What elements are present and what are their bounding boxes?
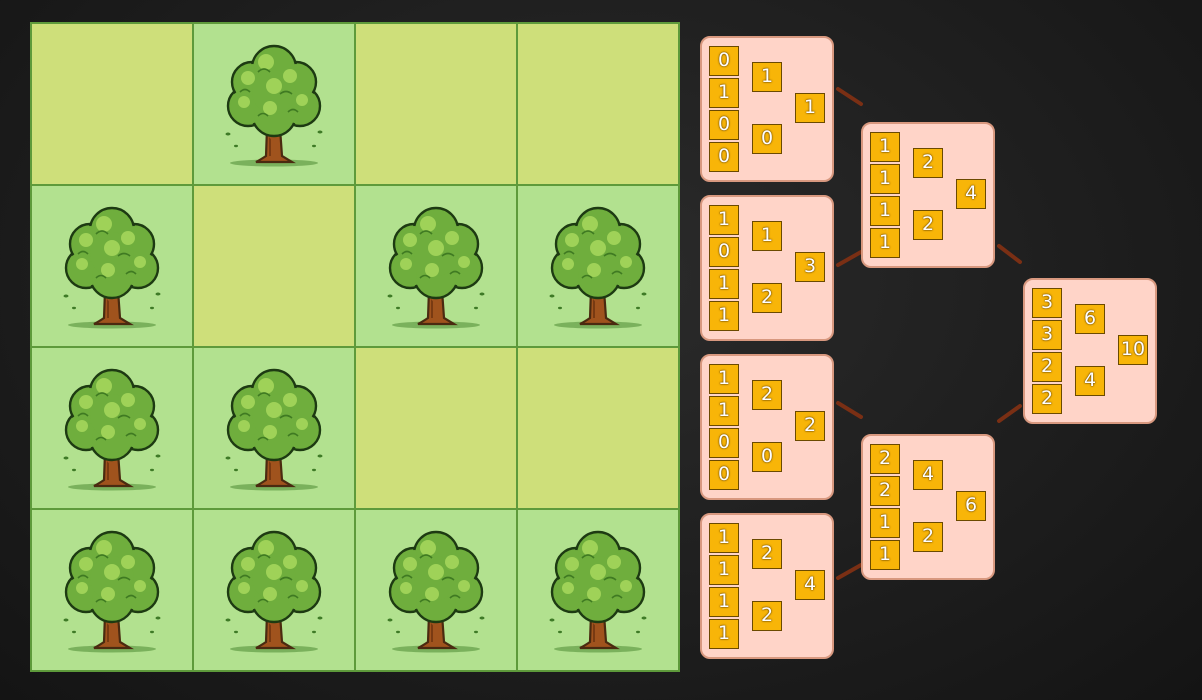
tree-icon bbox=[63, 530, 161, 653]
tree-icon bbox=[225, 368, 323, 491]
value-box: 2 bbox=[795, 411, 825, 441]
value-box: 6 bbox=[956, 491, 986, 521]
connector-line bbox=[997, 404, 1022, 423]
value-box: 0 bbox=[709, 110, 739, 140]
grid-cell-tree bbox=[194, 510, 354, 670]
grid-cell-tree bbox=[32, 186, 192, 346]
value-box: 4 bbox=[956, 179, 986, 209]
value-box: 0 bbox=[709, 46, 739, 76]
tree-icon bbox=[549, 530, 647, 653]
value-box: 2 bbox=[752, 601, 782, 631]
value-box: 2 bbox=[913, 522, 943, 552]
grid-cell-tree bbox=[194, 24, 354, 184]
value-box: 4 bbox=[1075, 366, 1105, 396]
value-box: 2 bbox=[870, 444, 900, 474]
grid-cell-tree bbox=[518, 510, 678, 670]
value-box: 0 bbox=[709, 428, 739, 458]
value-box: 1 bbox=[870, 132, 900, 162]
value-box: 4 bbox=[913, 460, 943, 490]
grid-cell-tree bbox=[518, 186, 678, 346]
value-box: 1 bbox=[709, 587, 739, 617]
value-box: 0 bbox=[752, 442, 782, 472]
value-box: 2 bbox=[913, 210, 943, 240]
value-box: 1 bbox=[709, 364, 739, 394]
value-box: 10 bbox=[1118, 335, 1148, 365]
grid-cell-tree bbox=[32, 510, 192, 670]
tree-icon bbox=[387, 206, 485, 329]
value-box: 4 bbox=[795, 570, 825, 600]
grid-cell-empty bbox=[518, 348, 678, 508]
grid-cell-tree bbox=[32, 348, 192, 508]
value-box: 6 bbox=[1075, 304, 1105, 334]
value-box: 1 bbox=[870, 508, 900, 538]
value-box: 2 bbox=[1032, 384, 1062, 414]
grid-cell-empty bbox=[194, 186, 354, 346]
value-box: 2 bbox=[752, 539, 782, 569]
value-box: 2 bbox=[752, 283, 782, 313]
value-box: 1 bbox=[752, 62, 782, 92]
grid-cell-empty bbox=[356, 348, 516, 508]
grid-cell-tree bbox=[356, 186, 516, 346]
value-box: 0 bbox=[709, 142, 739, 172]
tree-icon bbox=[63, 368, 161, 491]
value-box: 3 bbox=[1032, 320, 1062, 350]
grid-cell-empty bbox=[32, 24, 192, 184]
value-box: 0 bbox=[752, 124, 782, 154]
value-box: 3 bbox=[1032, 288, 1062, 318]
grid-cell-empty bbox=[518, 24, 678, 184]
tree-icon bbox=[225, 530, 323, 653]
value-box: 0 bbox=[709, 237, 739, 267]
value-box: 1 bbox=[870, 540, 900, 570]
value-box: 1 bbox=[709, 523, 739, 553]
tree-icon bbox=[549, 206, 647, 329]
tree-grid bbox=[30, 22, 680, 672]
value-box: 2 bbox=[870, 476, 900, 506]
connector-line bbox=[836, 563, 863, 580]
value-box: 3 bbox=[795, 252, 825, 282]
value-box: 1 bbox=[870, 196, 900, 226]
connector-line bbox=[836, 87, 863, 106]
value-box: 0 bbox=[709, 460, 739, 490]
value-box: 1 bbox=[709, 396, 739, 426]
value-box: 1 bbox=[709, 269, 739, 299]
grid-cell-tree bbox=[194, 348, 354, 508]
tree-icon bbox=[387, 530, 485, 653]
connector-line bbox=[997, 244, 1022, 264]
value-box: 1 bbox=[709, 205, 739, 235]
value-box: 1 bbox=[709, 555, 739, 585]
value-box: 2 bbox=[913, 148, 943, 178]
grid-cell-empty bbox=[356, 24, 516, 184]
value-box: 2 bbox=[752, 380, 782, 410]
value-box: 1 bbox=[870, 164, 900, 194]
grid-cell-tree bbox=[356, 510, 516, 670]
value-box: 1 bbox=[709, 619, 739, 649]
connector-line bbox=[836, 250, 863, 267]
value-box: 1 bbox=[870, 228, 900, 258]
value-box: 2 bbox=[1032, 352, 1062, 382]
tree-icon bbox=[225, 44, 323, 167]
value-box: 1 bbox=[795, 93, 825, 123]
tree-icon bbox=[63, 206, 161, 329]
connector-line bbox=[836, 401, 863, 419]
value-box: 1 bbox=[752, 221, 782, 251]
value-box: 1 bbox=[709, 301, 739, 331]
value-box: 1 bbox=[709, 78, 739, 108]
